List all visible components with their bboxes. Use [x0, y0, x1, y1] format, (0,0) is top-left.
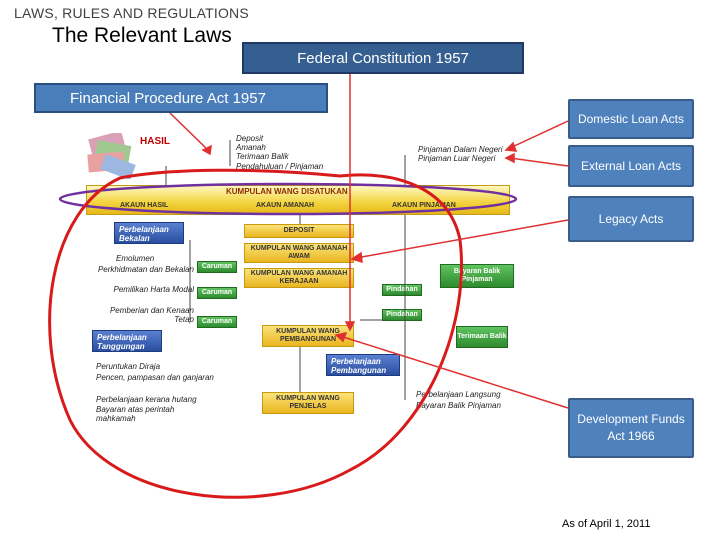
purple-ellipse: [58, 182, 518, 216]
transfer-out-box: Pindahan: [382, 284, 422, 296]
federal-constitution-box: Federal Constitution 1957: [242, 42, 524, 74]
transfer-box: Caruman: [197, 287, 237, 299]
revenue-source: Deposit: [236, 134, 264, 143]
external-loan-box: External Loan Acts: [568, 145, 694, 187]
transfer-box: Caruman: [197, 261, 237, 273]
charged-item: Pencen, pampasan dan ganjaran: [96, 373, 214, 382]
transfer-out-box: Pindahan: [382, 309, 422, 321]
sinking-fund-box: KUMPULAN WANG PENJELAS: [262, 392, 354, 414]
development-fund-box: KUMPULAN WANG PEMBANGUNAN: [262, 325, 354, 347]
section-heading: LAWS, RULES AND REGULATIONS: [14, 5, 249, 21]
charged-item: Bayaran atas perintah mahkamah: [96, 405, 175, 423]
transfer-box: Caruman: [197, 316, 237, 328]
as-of-date: As of April 1, 2011: [562, 518, 651, 530]
account-revenue: AKAUN HASIL: [120, 202, 169, 209]
consolidated-fund-title: KUMPULAN WANG DISATUKAN: [226, 187, 348, 196]
development-funds-box: Development Funds Act 1966: [568, 398, 694, 458]
operating-item: Pemberian dan Kenaan Tetap: [109, 306, 194, 324]
loan-source: Pinjaman Luar Negeri: [418, 154, 496, 163]
revenue-source: Terimaan Balik: [236, 152, 289, 161]
trust-fund-box: KUMPULAN WANG AMANAH AWAM: [244, 243, 354, 263]
operating-expenditure-box: Perbelanjaan Bekalan: [114, 222, 184, 244]
red-ellipse: [48, 168, 463, 499]
loan-repayment-box: Bayaran Balik Pinjaman: [440, 264, 514, 288]
revenue-source: Pendahuluan / Pinjaman: [236, 162, 324, 171]
development-expenditure-box: Perbelanjaan Pembangunan: [326, 354, 400, 376]
account-loan: AKAUN PINJAMAN: [392, 202, 456, 209]
financial-procedure-box: Financial Procedure Act 1957: [34, 83, 328, 113]
operating-item: Pemilikan Harta Modal: [113, 285, 194, 294]
charged-expenditure-box: Perbelanjaan Tanggungan: [92, 330, 162, 352]
receipts-back-box: Terimaan Balik: [456, 326, 508, 348]
legacy-acts-box: Legacy Acts: [568, 196, 694, 242]
hasil-label: HASIL: [140, 136, 170, 147]
trust-fund-box: DEPOSIT: [244, 224, 354, 238]
revenue-source: Amanah: [236, 143, 266, 152]
charged-item: Perbelanjaan kerana hutang: [96, 395, 197, 404]
money-illustration: [87, 133, 136, 179]
trust-fund-box: KUMPULAN WANG AMANAH KERAJAAN: [244, 268, 354, 288]
development-item: Bayaran Balik Pinjaman: [416, 401, 501, 410]
operating-item: Perkhidmatan dan Bekalan: [97, 265, 194, 274]
development-item: Perbelanjaan Langsung: [416, 390, 501, 399]
operating-item: Emolumen: [116, 254, 155, 263]
domestic-loan-box: Domestic Loan Acts: [568, 99, 694, 139]
page-title: The Relevant Laws: [52, 24, 232, 47]
account-trust: AKAUN AMANAH: [256, 202, 315, 209]
loan-source: Pinjaman Dalam Negeri: [418, 145, 503, 154]
charged-item: Peruntukan Diraja: [96, 362, 161, 371]
